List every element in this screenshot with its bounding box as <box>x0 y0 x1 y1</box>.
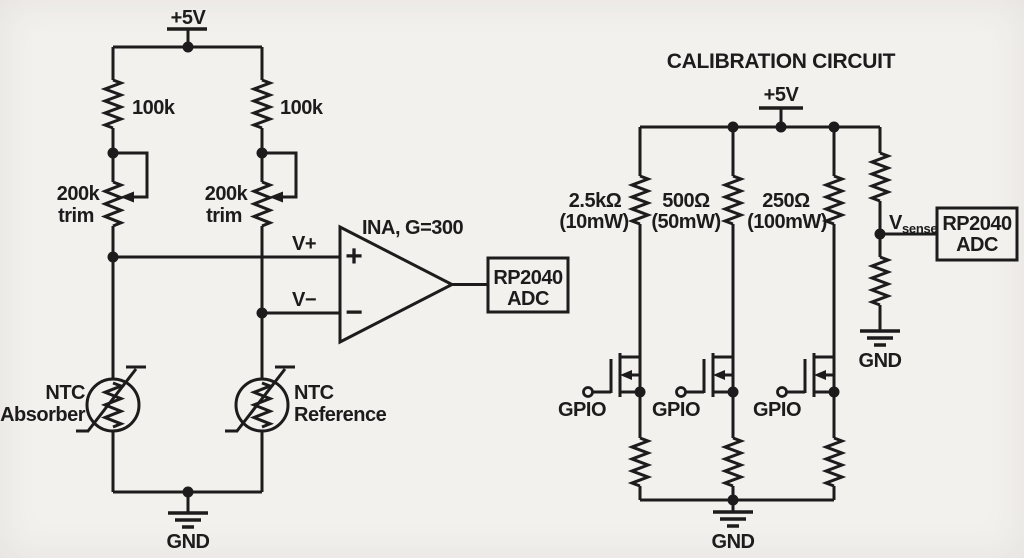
branch1-power-label: (10mW) <box>559 211 628 233</box>
amp-minus-input-label: − <box>345 296 363 329</box>
ntc-reference-label-1: NTC <box>294 382 334 404</box>
trimpot-right <box>249 180 275 228</box>
divider-upper-resistor <box>867 151 893 203</box>
branch2-power-label: (50mW) <box>651 211 720 233</box>
trimpot-left-wiper-wire <box>113 151 149 199</box>
trimpot-left-value: 200k <box>57 183 101 205</box>
supply-label-cal: +5V <box>764 84 800 106</box>
trimpot-right-value: 200k <box>205 183 249 205</box>
vplus-label: V+ <box>292 233 316 255</box>
junction-dot <box>256 307 268 319</box>
adc-box-cal-line1: RP2040 <box>942 213 1012 235</box>
amp-gain-label: INA, G=300 <box>362 217 464 239</box>
calibration-circuit: CALIBRATION CIRCUIT +5V 2.5kΩ (10mW) 500… <box>558 50 1019 553</box>
trimpot-right-word: trim <box>206 205 242 227</box>
mosfet2-symbol <box>675 353 739 398</box>
mosfet1-gate-terminal <box>582 386 594 398</box>
junction-dot <box>775 121 787 133</box>
mosfet1-body <box>592 353 640 397</box>
resistor-100k-right-label: 100k <box>280 97 324 119</box>
mosfet2-gate-terminal <box>675 386 687 398</box>
junction-dot <box>107 251 119 263</box>
ntc-reference-temp-line <box>225 365 295 433</box>
cal-ground-symbol <box>713 510 753 528</box>
junction-dot <box>828 386 840 398</box>
branch3-lower-resistor <box>821 436 847 488</box>
vsense-label: V <box>889 212 903 234</box>
branch3-power-label: (100mW) <box>747 211 827 233</box>
trimpot-right-wiper-wire <box>262 151 298 199</box>
bridge-circuit: +5V 100k 100k 200k trim 200k trim V+ V− <box>0 7 570 553</box>
adc-box-bridge <box>486 256 570 314</box>
mosfet2-body <box>685 353 733 397</box>
supply-label: +5V <box>171 7 207 29</box>
branch2-value-label: 500Ω <box>662 190 710 212</box>
ntc-absorber-label-1: NTC <box>45 382 85 404</box>
branch1-lower-resistor <box>627 436 653 488</box>
mid-wires <box>111 128 264 182</box>
trimpot-right-wiper-arrow-icon <box>269 191 283 203</box>
junction-dot <box>182 486 194 498</box>
branch2-lower-resistor <box>720 436 746 488</box>
junction-dot <box>727 494 739 506</box>
resistor-100k-left-label: 100k <box>132 97 176 119</box>
ground-label: GND <box>167 531 210 553</box>
mosfet3-arrow-icon <box>814 370 826 380</box>
junction-dot <box>107 147 119 159</box>
ntc-absorber-label-2: Absorber <box>0 404 86 426</box>
junction-dot <box>634 386 646 398</box>
branch3-resistor <box>821 174 847 226</box>
junction-dot <box>256 147 268 159</box>
ntc-reference-symbol <box>225 365 295 433</box>
junction-dot <box>727 386 739 398</box>
mosfet1-arrow-icon <box>620 370 632 380</box>
mosfet1-symbol <box>582 353 646 398</box>
adc-box-cal <box>935 206 1019 262</box>
vsense-label-subscript: sense <box>902 221 937 236</box>
branch3-value-label: 250Ω <box>762 190 810 212</box>
resistor-100k-right <box>249 78 275 130</box>
mosfet3-symbol <box>776 353 840 398</box>
ntc-reference-body <box>234 377 290 433</box>
amp-plus-input-label: + <box>345 240 363 273</box>
ntc-reference-zigzag <box>249 381 275 429</box>
divider-lower-resistor <box>867 255 893 307</box>
junction-dot <box>828 121 840 133</box>
gpio2-label: GPIO <box>652 399 700 421</box>
adc-box-bridge-line1: RP2040 <box>493 267 563 289</box>
trimpot-left-wiper-arrow-icon <box>120 191 134 203</box>
ntc-absorber-symbol <box>76 365 146 433</box>
branch-verticals <box>111 226 264 492</box>
branch1-resistor <box>627 174 653 226</box>
junction-dot <box>182 41 194 53</box>
adc-box-cal-line2: ADC <box>956 234 998 256</box>
mosfet3-gate-terminal <box>776 386 788 398</box>
resistor-100k-left <box>100 78 126 130</box>
ntc-reference-label-2: Reference <box>294 404 387 426</box>
vminus-label: V− <box>292 289 316 311</box>
cal-ground-label: GND <box>712 531 755 553</box>
branch2-resistor <box>720 174 746 226</box>
junction-dot <box>874 228 886 240</box>
opamp-triangle <box>338 224 456 345</box>
gpio3-label: GPIO <box>753 399 801 421</box>
ntc-absorber-temp-line <box>76 365 146 433</box>
gpio1-label: GPIO <box>558 399 606 421</box>
mosfet3-body <box>786 353 834 397</box>
ntc-absorber-zigzag <box>100 381 126 429</box>
divider-ground-symbol <box>860 329 900 347</box>
branch1-value-label: 2.5kΩ <box>569 190 622 212</box>
trimpot-left-word: trim <box>58 205 94 227</box>
ntc-absorber-body <box>85 377 141 433</box>
junction-dot <box>727 121 739 133</box>
trimpot-left <box>100 180 126 228</box>
calibration-title: CALIBRATION CIRCUIT <box>667 50 896 73</box>
mosfet2-arrow-icon <box>713 370 725 380</box>
ground-symbol <box>168 511 208 529</box>
divider-ground-label: GND <box>859 350 902 372</box>
adc-box-bridge-line2: ADC <box>507 288 549 310</box>
